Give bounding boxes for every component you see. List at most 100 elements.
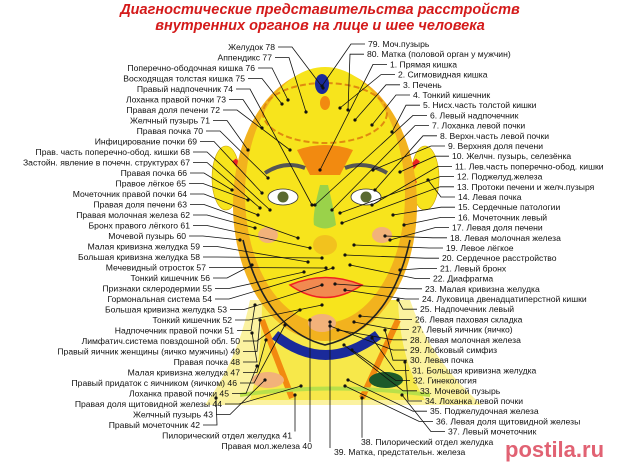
- left-label: Правое лёгкое 65: [116, 179, 187, 189]
- zone-marker: [258, 206, 262, 210]
- leader-line: [384, 235, 447, 239]
- zone-marker: [318, 168, 322, 172]
- right-label: 18. Левая молочная железа: [450, 233, 561, 243]
- right-label: 17. Левая доля печени: [452, 223, 543, 233]
- right-label: 37. Левый мочеточник: [448, 427, 537, 437]
- zone-marker: [214, 396, 218, 400]
- zone-marker: [330, 208, 334, 212]
- zone-marker: [320, 84, 324, 88]
- leader-line: [347, 53, 364, 111]
- zone-marker: [268, 208, 272, 212]
- left-label: Правая доля печени 72: [126, 105, 220, 115]
- right-label: 1. Прямая кишка: [390, 59, 457, 69]
- leader-line: [329, 325, 407, 351]
- leader-line: [371, 165, 452, 206]
- right-label: 34. Лоханка левой почки: [425, 396, 523, 406]
- right-eyebrow: [263, 162, 306, 175]
- zone-marker: [258, 318, 262, 322]
- left-label: Лоханка правой почки 45: [129, 389, 229, 399]
- zone-marker: [383, 234, 387, 238]
- left-label: Мечевидный отросток 57: [106, 263, 206, 273]
- zone-marker: [255, 364, 259, 368]
- leader-line: [347, 379, 427, 412]
- leader-line: [399, 155, 449, 173]
- left-label: Правый надпочечник 74: [137, 84, 233, 94]
- right-label: 38. Пилорический отдел желудка: [361, 437, 493, 447]
- zone-marker: [283, 323, 287, 327]
- right-label: 6. Левый надпочечник: [430, 110, 519, 120]
- zone-marker: [260, 126, 264, 130]
- leader-line: [344, 385, 433, 422]
- left-iris: [360, 191, 372, 203]
- zone-marker: [340, 221, 344, 225]
- leader-line: [321, 43, 365, 87]
- right-iris: [277, 191, 289, 203]
- right-label: 13. Протоки печени и желч.пузыря: [457, 182, 595, 192]
- right-label: 35. Поджелудочная железа: [430, 406, 539, 416]
- zone-marker: [396, 298, 400, 302]
- zone-marker: [338, 211, 342, 215]
- left-label: Правая молочная железа 62: [76, 210, 190, 220]
- zone-marker: [293, 393, 297, 397]
- title-line-2: внутренних органов на лице и шее человек…: [155, 18, 485, 34]
- leader-line: [215, 267, 334, 300]
- zone-marker: [320, 256, 324, 260]
- right-label: 25. Надпочечник левый: [420, 304, 514, 314]
- zone-marker: [256, 213, 260, 217]
- zone-marker: [263, 378, 267, 382]
- zone-marker: [260, 191, 264, 195]
- leader-line: [190, 204, 299, 239]
- zone-marker: [342, 343, 346, 347]
- zone-marker: [370, 203, 374, 207]
- zone-marker: [250, 263, 254, 267]
- leader-line: [243, 309, 301, 342]
- right-label: 29. Лобковый симфиз: [410, 345, 497, 355]
- watermark-logo: postila.ru: [505, 437, 605, 462]
- right-label: 2. Сигмовидная кишка: [398, 70, 488, 80]
- leader-line: [275, 57, 307, 113]
- zone-marker: [253, 226, 257, 230]
- zone-marker: [308, 246, 312, 250]
- right-cheek: [258, 227, 278, 243]
- left-label: Правая почка 70: [137, 126, 204, 136]
- leader-line: [203, 397, 218, 426]
- left-label: Правый яичник женщины (яичко мужчины) 49: [57, 347, 240, 357]
- right-label: 24. Луковица двенадцатиперстной кишки: [422, 294, 587, 304]
- right-label: 15. Сердечные патологии: [458, 202, 560, 212]
- left-label: Большая кривизна желудка 53: [105, 305, 227, 315]
- right-label: 9. Верхняя доля печени: [448, 141, 543, 151]
- zone-marker: [266, 176, 270, 180]
- zone-marker: [400, 393, 404, 397]
- leader-line: [203, 256, 323, 259]
- leader-line: [229, 99, 263, 129]
- right-label: 33. Мочевой пузырь: [420, 386, 501, 396]
- right-label: 8. Верхн.часть левой почки: [440, 131, 549, 141]
- leader-line: [248, 78, 283, 105]
- leader-line: [339, 176, 454, 214]
- zone-marker: [360, 396, 364, 400]
- leader-line: [243, 332, 258, 363]
- zone-marker: [352, 320, 356, 324]
- leader-line: [243, 319, 261, 352]
- leader-line: [404, 361, 422, 402]
- zone-marker: [371, 168, 375, 172]
- leader-line: [399, 267, 437, 271]
- leader-line: [209, 267, 327, 269]
- left-label: Аппендикс 77: [218, 53, 273, 63]
- leader-line: [236, 88, 313, 206]
- left-label: Желчный пузырь 71: [130, 116, 210, 126]
- leader-line: [215, 271, 305, 289]
- zone-marker: [264, 338, 268, 342]
- zone-marker: [391, 213, 395, 217]
- leader-line: [200, 141, 263, 194]
- leader-line: [337, 329, 407, 341]
- leader-line: [392, 206, 455, 216]
- zone-marker: [373, 188, 377, 192]
- leader-line: [371, 94, 410, 126]
- right-label: 4. Тонкий кишечник: [413, 90, 490, 100]
- zone-marker: [388, 238, 392, 242]
- leader-line: [189, 183, 249, 201]
- leader-line: [258, 67, 289, 101]
- zone-marker: [296, 236, 300, 240]
